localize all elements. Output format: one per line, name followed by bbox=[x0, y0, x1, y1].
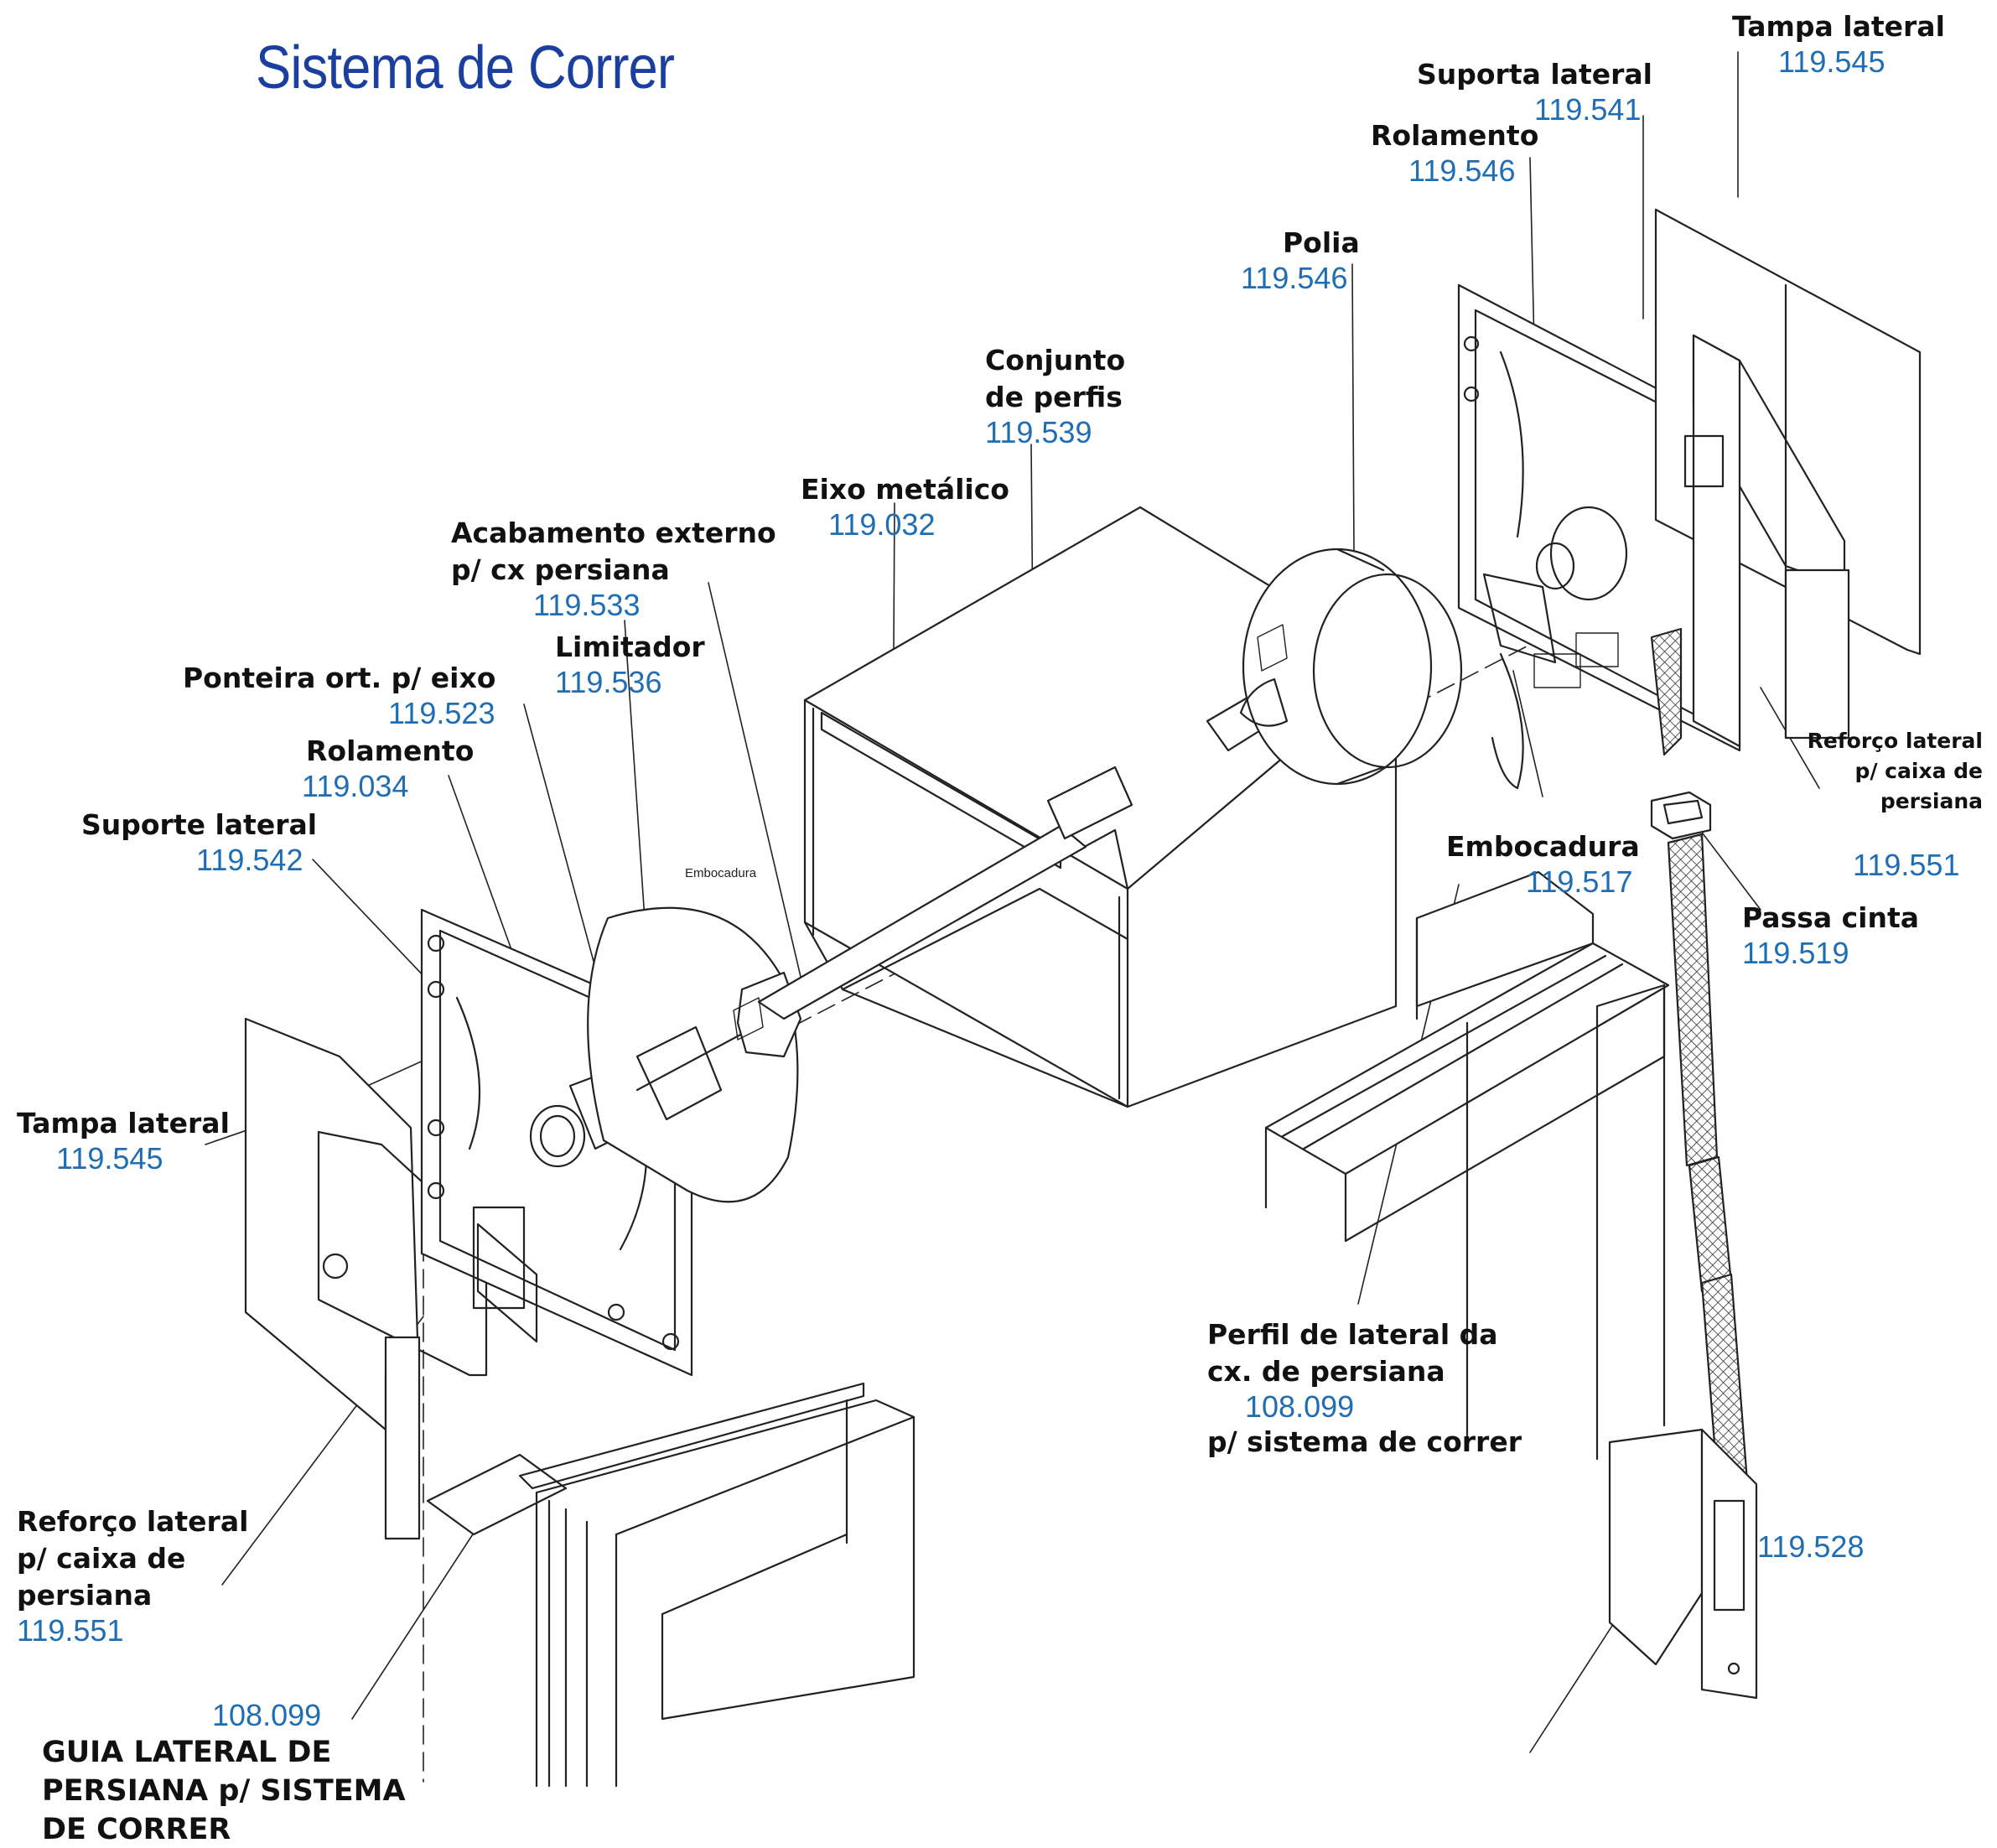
label-name: Ponteira ort. p/ eixo bbox=[183, 662, 496, 694]
label-conjunto-perfis: Conjunto de perfis 119.539 bbox=[985, 342, 1125, 449]
label-code: 119.542 bbox=[196, 843, 303, 877]
label-code: 119.546 bbox=[1408, 153, 1516, 188]
label-limitador: Limitador 119.536 bbox=[555, 629, 705, 699]
label-suporta-lateral: Suporta lateral 119.541 bbox=[1417, 56, 1652, 127]
label-name: Embocadura bbox=[1446, 830, 1640, 863]
label-name-3: persiana bbox=[1880, 789, 1983, 813]
label-code: 119.546 bbox=[1241, 261, 1348, 295]
label-rolamento-left: Rolamento 119.034 bbox=[302, 733, 474, 803]
label-reforco-left: Reforço lateral p/ caixa de persiana 119… bbox=[17, 1503, 248, 1648]
label-name: Tampa lateral bbox=[1732, 10, 1945, 43]
label-name-2: de perfis bbox=[985, 381, 1123, 413]
label-ponteira: Ponteira ort. p/ eixo 119.523 bbox=[183, 660, 495, 730]
label-embocadura-small: Embocadura bbox=[685, 866, 757, 880]
label-name-2: PERSIANA p/ SISTEMA bbox=[42, 1774, 406, 1808]
label-name: Limitador bbox=[555, 631, 705, 663]
fine-details bbox=[734, 625, 1618, 1040]
label-tampa-lateral-left: Tampa lateral 119.545 bbox=[17, 1105, 230, 1176]
label-name-1: Reforço lateral bbox=[1807, 729, 1983, 753]
label-passa-cinta: Passa cinta 119.519 bbox=[1742, 900, 1919, 970]
label-tampa-lateral-right: Tampa lateral 119.545 bbox=[1732, 8, 1945, 79]
strap-passthrough bbox=[1652, 792, 1710, 838]
right-side-profile bbox=[1266, 872, 1668, 1459]
label-code: 119.545 bbox=[56, 1141, 163, 1176]
page-title: Sistema de Correr bbox=[256, 34, 675, 101]
label-name-2: p/ caixa de bbox=[1854, 759, 1983, 783]
label-eixo-metalico: Eixo metálico 119.032 bbox=[801, 471, 1009, 542]
label-embocadura: Embocadura 119.517 bbox=[1446, 828, 1640, 899]
label-guia-lateral: GUIA LATERAL DE PERSIANA p/ SISTEMA DE C… bbox=[42, 1733, 406, 1848]
label-name: Suporta lateral bbox=[1417, 58, 1652, 91]
label-code: 119.523 bbox=[388, 696, 495, 730]
strap-retractor bbox=[1610, 1430, 1756, 1698]
strap-belt bbox=[1652, 629, 1748, 1497]
label-name-3: DE CORRER bbox=[42, 1813, 231, 1846]
label-code: 119.551 bbox=[17, 1613, 124, 1648]
label-rolamento-right: Rolamento 119.546 bbox=[1371, 117, 1538, 188]
label-code: 119.536 bbox=[555, 665, 662, 699]
label-code: 119.533 bbox=[533, 588, 641, 622]
label-recolhedor-code: 119.528 bbox=[1757, 1529, 1865, 1564]
label-code: 119.034 bbox=[302, 769, 409, 803]
label-name-2: p/ cx persiana bbox=[451, 553, 670, 586]
label-acabamento-externo: Acabamento externo p/ cx persiana 119.53… bbox=[451, 515, 776, 622]
label-name: Polia bbox=[1283, 226, 1360, 259]
label-name-2: p/ caixa de bbox=[17, 1542, 186, 1575]
label-reforco-right-code: 119.551 bbox=[1853, 848, 1960, 882]
right-reinforcement-plate bbox=[1685, 335, 1740, 746]
label-reforco-right: Reforço lateral p/ caixa de persiana bbox=[1807, 726, 1983, 817]
label-code: 119.032 bbox=[828, 507, 936, 542]
left-side-guide bbox=[428, 1383, 914, 1786]
label-polia: Polia 119.546 bbox=[1241, 225, 1360, 295]
label-name-1: Acabamento externo bbox=[451, 517, 776, 549]
label-name-3: persiana bbox=[17, 1579, 153, 1612]
label-name-1: Reforço lateral bbox=[17, 1505, 249, 1538]
label-code: 119.519 bbox=[1742, 936, 1849, 970]
label-name: Suporte lateral bbox=[81, 808, 318, 841]
left-cover-plate bbox=[246, 1019, 486, 1539]
label-name-3: p/ sistema de correr bbox=[1207, 1425, 1522, 1458]
label-name-1: Conjunto bbox=[985, 344, 1126, 376]
label-name: Eixo metálico bbox=[801, 473, 1009, 506]
pulley bbox=[1241, 549, 1461, 784]
label-code: 119.545 bbox=[1778, 44, 1885, 79]
label-guia-lateral-code: 108.099 bbox=[212, 1698, 322, 1732]
label-name: Rolamento bbox=[1371, 119, 1539, 152]
label-code: 108.099 bbox=[1245, 1389, 1355, 1424]
label-code: 119.541 bbox=[1534, 92, 1642, 127]
label-perfil-lateral: Perfil de lateral da cx. de persiana 108… bbox=[1207, 1316, 1522, 1461]
label-suporte-lateral-left: Suporte lateral 119.542 bbox=[81, 807, 317, 877]
label-code: 119.539 bbox=[985, 415, 1092, 449]
label-name-2: cx. de persiana bbox=[1207, 1355, 1445, 1388]
limiter-disc bbox=[588, 908, 797, 1202]
label-name: Tampa lateral bbox=[17, 1107, 230, 1139]
label-name: Passa cinta bbox=[1742, 901, 1920, 934]
label-code: 119.517 bbox=[1526, 864, 1633, 899]
label-name-1: GUIA LATERAL DE bbox=[42, 1736, 332, 1769]
label-name: Rolamento bbox=[306, 735, 475, 767]
label-name-1: Perfil de lateral da bbox=[1207, 1318, 1498, 1351]
